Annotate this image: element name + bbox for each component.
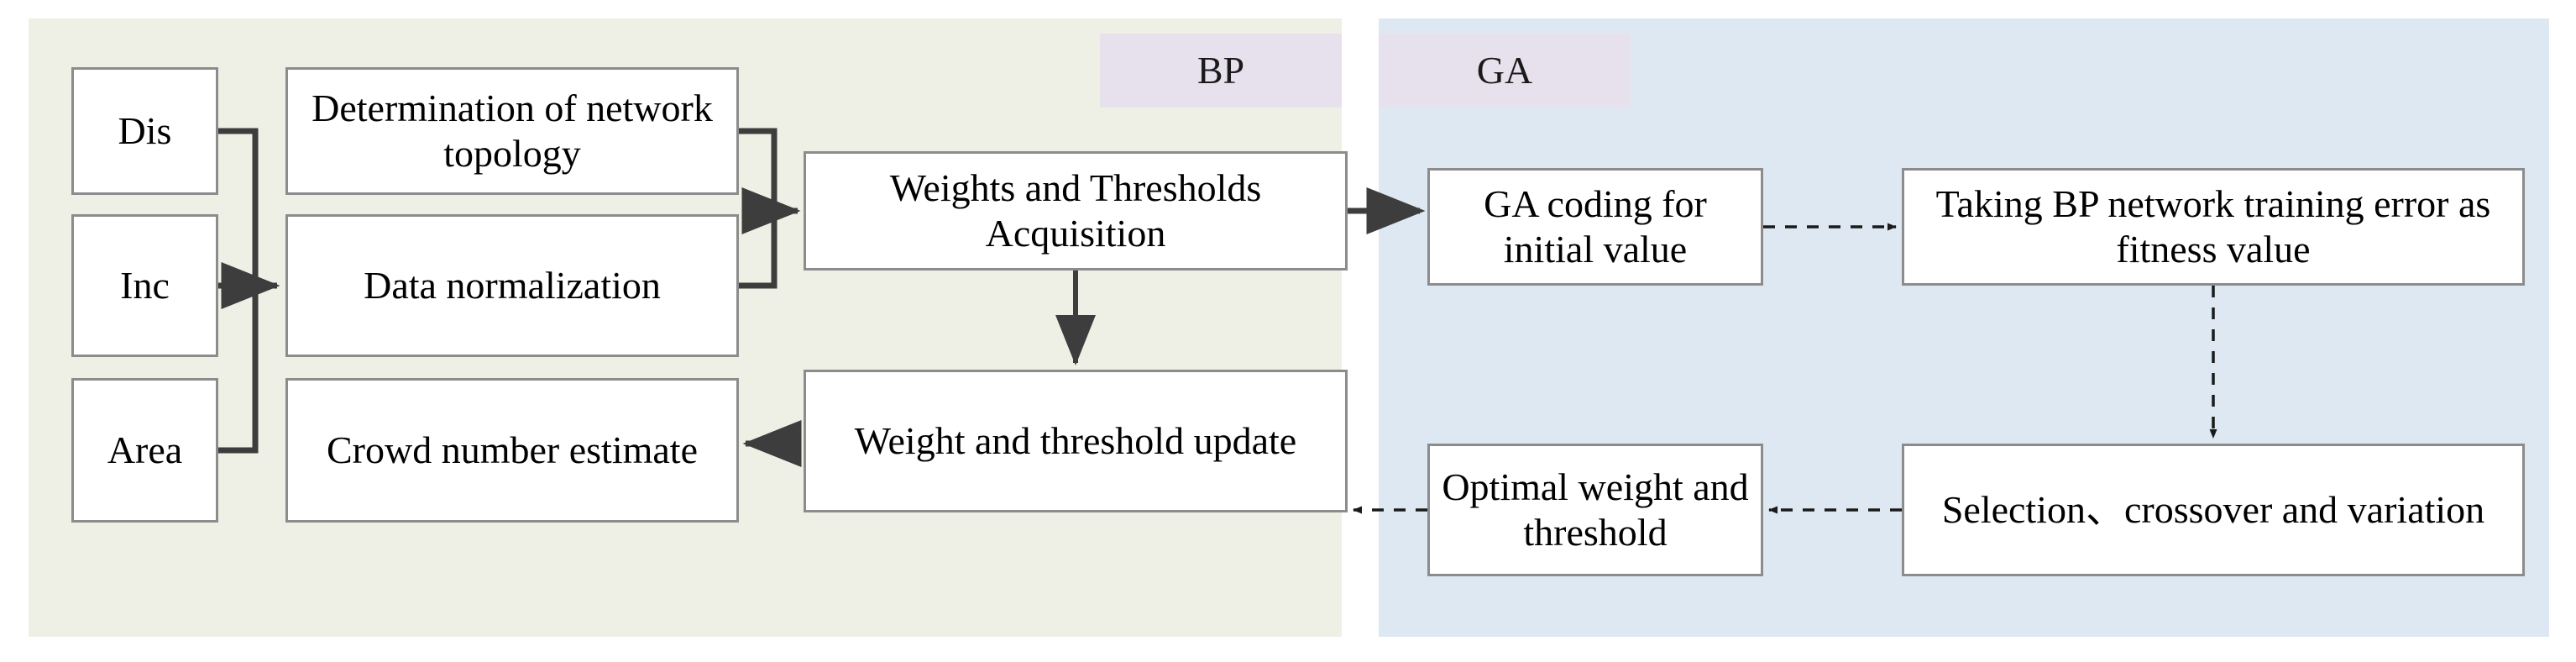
node-ga-coding-initial-value[interactable]: GA coding for initial value: [1427, 168, 1763, 286]
node-inc[interactable]: Inc: [71, 214, 218, 357]
node-area[interactable]: Area: [71, 378, 218, 523]
node-fitness-value[interactable]: Taking BP network training error as fitn…: [1902, 168, 2525, 286]
node-network-topology[interactable]: Determination of network topology: [285, 67, 739, 195]
node-dis[interactable]: Dis: [71, 67, 218, 195]
bp-section-label: BP: [1100, 34, 1342, 108]
node-crowd-number-estimate[interactable]: Crowd number estimate: [285, 378, 739, 523]
node-weights-thresholds-acquisition[interactable]: Weights and Thresholds Acquisition: [804, 151, 1348, 271]
node-selection-crossover-variation[interactable]: Selection、crossover and variation: [1902, 444, 2525, 576]
ga-section-label: GA: [1379, 34, 1631, 108]
node-weight-threshold-update[interactable]: Weight and threshold update: [804, 370, 1348, 512]
node-optimal-weight-threshold[interactable]: Optimal weight and threshold: [1427, 444, 1763, 576]
node-data-normalization[interactable]: Data normalization: [285, 214, 739, 357]
